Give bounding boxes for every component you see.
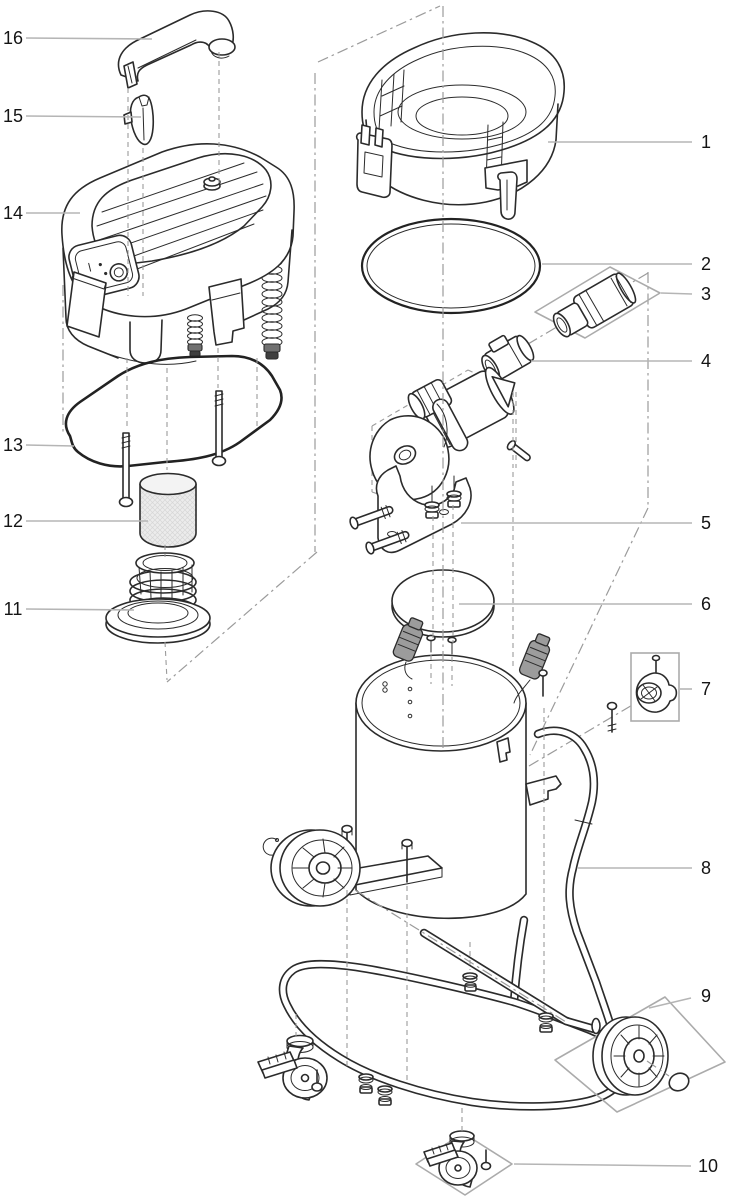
part-16-handle [117,10,236,89]
callout-number-9: 9 [701,986,711,1006]
callout-9: 9 [648,986,711,1009]
callout-number-2: 2 [701,254,711,274]
callout-13: 13 [3,435,75,455]
callout-number-6: 6 [701,594,711,614]
callout-number-8: 8 [701,858,711,878]
part-9-wheel-right [554,996,726,1113]
callout-1: 1 [548,132,711,152]
part-12-filter-foam [139,472,197,548]
callout-number-5: 5 [701,513,711,533]
callout-number-13: 13 [3,435,23,455]
callout-leader-line-3 [660,292,693,295]
callout-number-14: 14 [3,203,23,223]
callout-number-7: 7 [701,679,711,699]
cable-gland-right [518,633,551,680]
part-3-coupling [534,266,661,339]
part-8-cart-frame-base [278,915,630,1111]
callout-leader-line-15 [25,115,142,118]
callout-2: 2 [542,254,711,274]
callout-3: 3 [660,284,711,304]
callout-number-1: 1 [701,132,711,152]
callout-leader-line-13 [25,444,75,447]
callout-leader-line-16 [25,37,153,40]
callout-number-11: 11 [4,599,23,619]
construction-lines-over [62,5,670,1132]
callout-8: 8 [578,858,711,878]
callout-15: 15 [3,106,142,126]
part-1-collection-container [355,32,566,220]
washers-and-nuts [358,972,554,1106]
callout-number-15: 15 [3,106,23,126]
screw-long-left [118,432,134,508]
callout-14: 14 [3,203,80,223]
part-14-motor-head [61,143,295,365]
callout-7: 7 [680,679,711,699]
spring-valve [187,314,203,358]
callout-12: 12 [3,511,148,531]
part-9-wheel-left [262,829,361,907]
callout-leader-line-10 [513,1163,692,1167]
callout-leader-line-11 [25,608,135,611]
part-5-pump-assembly [349,366,531,555]
callout-10: 10 [513,1156,718,1176]
part-8-cart-frame-handle [533,726,619,1043]
caster-front-left [257,1034,328,1101]
callout-16: 16 [3,28,153,48]
callout-leader-line-9 [648,997,692,1009]
callout-number-3: 3 [701,284,711,304]
callout-number-16: 16 [3,28,23,48]
callout-number-10: 10 [698,1156,718,1176]
callout-5: 5 [461,513,711,533]
screw-long-right [211,390,227,467]
part-7-connector-elbow [630,652,680,722]
callout-6: 6 [459,594,711,614]
cable-gland-left [392,617,424,662]
part-2-o-ring [360,217,542,315]
part-13-seal-gasket [64,354,283,468]
part-11-discharge-valve [105,552,211,644]
part-15-clip [123,94,155,146]
callout-number-4: 4 [701,351,711,371]
callout-11: 11 [4,599,135,619]
callout-4: 4 [531,351,711,371]
callout-number-12: 12 [3,511,23,531]
part-10-caster [415,1130,513,1196]
